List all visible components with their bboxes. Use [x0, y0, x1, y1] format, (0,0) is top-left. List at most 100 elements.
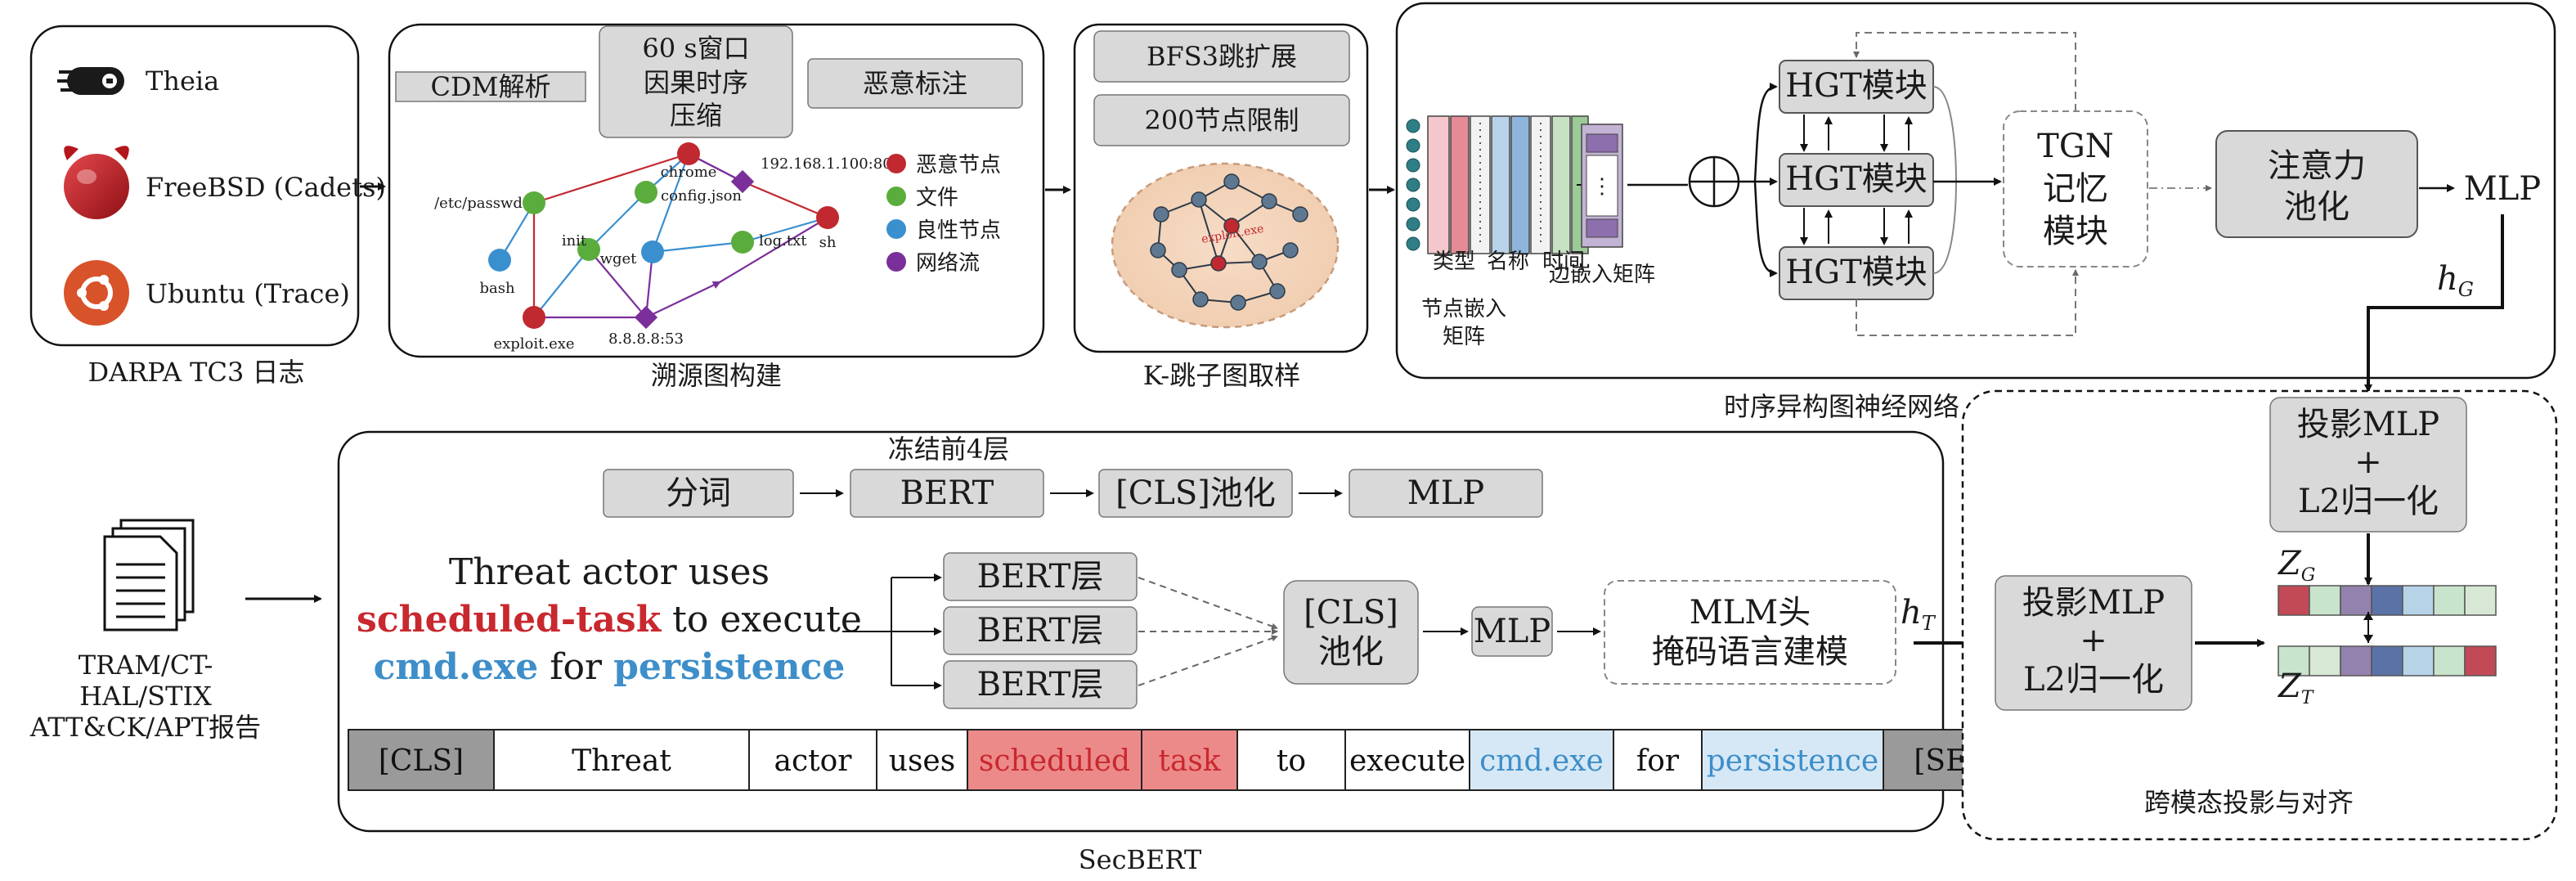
node-sh: [816, 206, 839, 229]
attention-line1: 注意力: [2268, 147, 2366, 185]
node-label-init: init: [562, 232, 587, 249]
sources-caption: DARPA TC3 日志: [88, 357, 304, 388]
legend-swatch-netflow: [886, 252, 906, 272]
text-projection-box: [1995, 575, 2192, 711]
bert-layer-2-label: BERT层: [977, 612, 1104, 650]
zg-vector: [2278, 585, 2497, 616]
token-text: cmd.exe: [1479, 744, 1604, 778]
memory-feedback-bottom: [1856, 269, 2079, 336]
source-label-ubuntu: Ubuntu (Trace): [146, 278, 350, 309]
hgt-module-3-label: HGT模块: [1785, 254, 1928, 291]
vector-cell: [2464, 645, 2497, 676]
sentence-line2: scheduled-task to execute: [357, 599, 862, 641]
theia-logo-icon: [57, 67, 124, 95]
sentence-word-for: for: [538, 646, 613, 688]
window-line1: 60 s窗口: [642, 33, 749, 64]
node-exploit: [523, 306, 545, 329]
pipeline-bert-box: [850, 469, 1044, 518]
vector-cell: [2278, 585, 2310, 616]
graph-projection-box: [2269, 397, 2467, 533]
node-label-sh: sh: [819, 234, 837, 251]
node-label-exploit: exploit.exe: [493, 335, 574, 353]
mlm-line1: MLM头: [1690, 594, 1811, 632]
ht-sub: T: [1922, 612, 1936, 635]
node-label-ip2: 8.8.8.8:53: [608, 330, 684, 348]
tgnn-caption: 时序异构图神经网络: [1724, 391, 1959, 422]
sentence-word-persistence: persistence: [613, 646, 845, 688]
vector-cell: [2309, 585, 2341, 616]
node-label-wget: wget: [600, 250, 638, 267]
vector-cell: [2402, 645, 2435, 676]
node-logtxt: [731, 231, 754, 254]
text-proj-line1: 投影MLP: [2022, 584, 2165, 622]
window-compress-box: [599, 25, 793, 138]
token-text: to: [1277, 744, 1306, 778]
node-init: [577, 238, 600, 261]
pipeline-mlp-box: [1349, 469, 1543, 518]
mlm-head-box: [1604, 580, 1896, 685]
subgraph-malicious-node: [1210, 255, 1227, 272]
tgn-line1: TGN: [2037, 128, 2114, 165]
mlm-line2: 掩码语言建模: [1652, 633, 1848, 671]
token-cell: [1613, 729, 1703, 791]
zg-symbol: ZG: [2277, 545, 2315, 586]
text-proj-line3: L2归一化: [2023, 661, 2164, 699]
khop-panel: BFS3跳扩展 200节点限制: [1073, 23, 1369, 353]
token-cell: [348, 729, 495, 791]
hgt-inter-arrows: [1800, 115, 1913, 245]
hgt-module-1-label: HGT模块: [1785, 67, 1928, 105]
sentence-word-cmd: cmd.exe: [374, 646, 539, 688]
projection-panel: 投影MLP + L2归一化 投影MLP + L2归一化 ZG ZT: [1961, 389, 2558, 841]
vector-cell: [2371, 585, 2403, 616]
graph-proj-line3: L2归一化: [2298, 483, 2439, 520]
node-embedding-matrix: [1427, 115, 1589, 254]
node-chrome: [677, 142, 700, 165]
bert-layer-1-label: BERT层: [977, 558, 1104, 596]
ht-symbol: hT: [1901, 594, 1936, 635]
subgraph-center-node: [1223, 218, 1240, 234]
node-ip1: [730, 169, 755, 194]
attention-pooling-box: [2215, 130, 2418, 238]
pipeline-cls-label: [CLS]池化: [1115, 474, 1276, 512]
freebsd-logo-icon: [64, 146, 129, 219]
secbert-mlp-box: [1471, 606, 1553, 657]
freeze-label: 冻结前4层: [888, 434, 1009, 465]
source-label-theia: Theia: [146, 65, 219, 97]
token-text: scheduled: [979, 744, 1130, 778]
graph-proj-line2: +: [2354, 443, 2382, 481]
node-embed-line1: 节点嵌入: [1421, 297, 1506, 321]
legend-label-netflow: 网络流: [916, 251, 980, 276]
hg-path-arrow: [2364, 214, 2504, 393]
token-cell: [748, 729, 877, 791]
khop-caption: K-跳子图取样: [1143, 360, 1300, 391]
window-line2: 因果时序: [644, 67, 748, 98]
bert-layer-3-label: BERT层: [977, 666, 1104, 703]
token-cell: [1701, 729, 1884, 791]
vector-cell: [2433, 645, 2466, 676]
edge-embed-dots: ⋮: [1591, 174, 1613, 199]
hg-base: h: [2437, 260, 2458, 298]
edge-embed-label: 边嵌入矩阵: [1549, 263, 1655, 287]
node-limit-box: [1093, 94, 1350, 146]
hg-symbol: hG: [2437, 260, 2474, 301]
token-cell: [967, 729, 1142, 791]
cls-line2: 池化: [1318, 633, 1384, 671]
node-config: [635, 181, 657, 204]
token-text: task: [1158, 744, 1221, 778]
legend-label-file: 文件: [916, 186, 958, 210]
secbert-panel: 冻结前4层 分词 BERT [CLS]池化 MLP Threat actor u…: [337, 430, 2030, 833]
token-text: execute: [1349, 744, 1465, 778]
projection-caption: 跨模态投影与对齐: [2144, 787, 2354, 818]
node-wget: [641, 240, 664, 263]
legend-label-malicious: 恶意节点: [916, 153, 1001, 178]
pipeline-tokenize-box: [603, 469, 794, 518]
hg-sub: G: [2458, 278, 2474, 301]
sentence-line1: Threat actor uses: [449, 551, 770, 593]
bfs-expand-box: [1093, 30, 1350, 83]
token-text: [CLS]: [379, 744, 464, 778]
legend-swatch-file: [886, 187, 906, 206]
memory-feedback-top: [1853, 32, 2076, 111]
legend-swatch-benign: [886, 219, 906, 239]
vector-cell: [2371, 645, 2403, 676]
token-cell: [493, 729, 750, 791]
